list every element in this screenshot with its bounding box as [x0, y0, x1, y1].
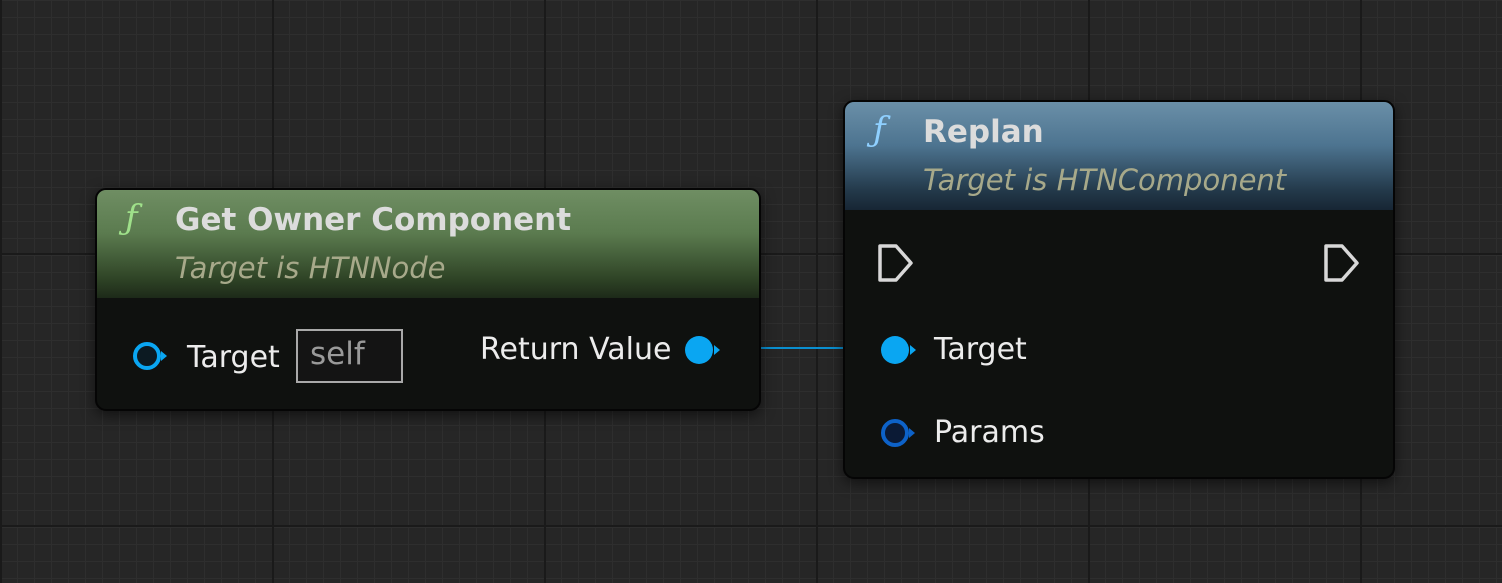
return-value-pin-label: Return Value — [480, 332, 672, 367]
node-subtitle: Target is HTNNode — [175, 251, 446, 285]
target-pin-label: Target — [187, 340, 280, 375]
target-pin-label: Target — [934, 332, 1027, 367]
target-default-value-field[interactable]: self — [296, 329, 403, 383]
node-get-owner-component[interactable]: ƒ Get Owner Component Target is HTNNode … — [95, 188, 761, 411]
node-title: Replan — [923, 114, 1044, 150]
node-title: Get Owner Component — [175, 202, 572, 238]
node-header[interactable]: ƒ Get Owner Component Target is HTNNode — [97, 190, 759, 298]
function-icon: ƒ — [873, 110, 886, 150]
exec-input-pin-icon[interactable] — [876, 243, 916, 287]
params-input-pin-icon[interactable] — [878, 415, 922, 451]
node-replan[interactable]: ƒ Replan Target is HTNComponent Target P… — [843, 100, 1395, 479]
return-value-output-pin-icon[interactable] — [682, 332, 726, 368]
target-input-pin-icon[interactable] — [878, 332, 922, 368]
exec-output-pin-icon[interactable] — [1322, 243, 1362, 287]
node-subtitle: Target is HTNComponent — [923, 163, 1287, 197]
function-icon: ƒ — [125, 198, 138, 238]
node-header[interactable]: ƒ Replan Target is HTNComponent — [845, 102, 1393, 210]
params-pin-label: Params — [934, 415, 1045, 450]
target-input-pin-icon[interactable] — [130, 338, 174, 374]
